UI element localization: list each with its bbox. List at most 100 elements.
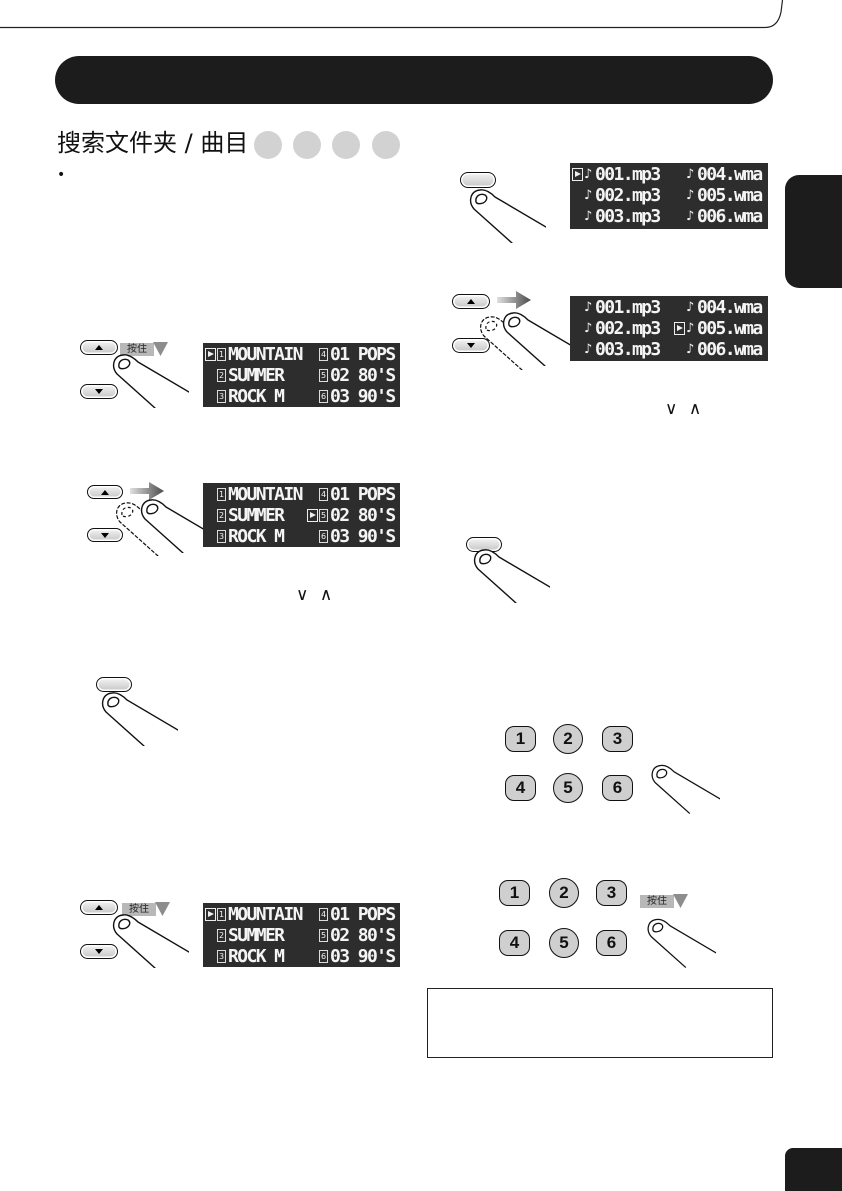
file-list-display: 001.mp3004.wma002.mp3005.wma003.mp3006.w… xyxy=(570,296,768,361)
finger-press-icon xyxy=(648,762,720,814)
folder-icon: 6 xyxy=(319,390,328,403)
up-button[interactable] xyxy=(87,485,123,499)
folder-name: MOUNTAIN xyxy=(228,344,304,365)
folder-name: MOUNTAIN xyxy=(228,484,304,505)
up-button[interactable] xyxy=(80,900,118,915)
finger-press-icon xyxy=(644,916,716,968)
folder-number: 4 xyxy=(320,909,327,919)
folder-name: 01 POPS xyxy=(330,484,396,505)
folder-name: ROCK M xyxy=(228,946,285,967)
folder-number: 3 xyxy=(218,391,225,401)
up-button[interactable] xyxy=(80,340,118,355)
folder-number: 2 xyxy=(218,930,225,940)
selection-cursor-icon xyxy=(572,168,583,181)
select-button[interactable] xyxy=(460,172,496,188)
section-title-bar xyxy=(55,56,773,104)
down-arrow-icon xyxy=(467,343,475,348)
number-key-3[interactable]: 3 xyxy=(596,880,627,906)
mode-indicator-circle xyxy=(293,131,321,159)
folder-icon: 6 xyxy=(319,530,328,543)
folder-icon: 2 xyxy=(217,929,226,942)
selection-cursor-icon xyxy=(674,322,685,335)
finger-press-icon xyxy=(109,352,189,408)
hold-label: 按住 xyxy=(129,904,149,915)
file-entry: 003.mp3 xyxy=(572,339,661,360)
folder-number: 6 xyxy=(320,531,327,541)
number-key-2[interactable]: 2 xyxy=(549,878,579,908)
file-name: 002.mp3 xyxy=(595,185,661,206)
number-key-4[interactable]: 4 xyxy=(505,775,536,801)
down-button[interactable] xyxy=(87,528,123,542)
down-button[interactable] xyxy=(80,944,118,959)
folder-name: ROCK M xyxy=(228,386,285,407)
select-button[interactable] xyxy=(96,677,132,692)
folder-number: 4 xyxy=(320,349,327,359)
number-key-5[interactable]: 5 xyxy=(549,928,579,958)
file-entry: 004.wma xyxy=(674,164,763,185)
down-button[interactable] xyxy=(452,338,490,353)
number-key-1[interactable]: 1 xyxy=(499,880,530,906)
display-row: 002.mp3 005.wma xyxy=(570,318,768,339)
folder-name: SUMMER xyxy=(228,505,285,526)
folder-name: 03 90'S xyxy=(330,526,396,547)
page-number-block xyxy=(785,1148,842,1191)
file-name: 003.mp3 xyxy=(595,339,661,360)
folder-number: 1 xyxy=(218,489,225,499)
file-name: 004.wma xyxy=(697,164,763,185)
up-arrow-icon xyxy=(101,489,109,495)
display-row: 001.mp3 004.wma xyxy=(570,164,768,185)
down-button[interactable] xyxy=(80,384,118,399)
folder-icon: 3 xyxy=(217,530,226,543)
folder-icon: 2 xyxy=(217,369,226,382)
up-button[interactable] xyxy=(452,294,490,309)
down-arrow-icon xyxy=(101,532,109,538)
folder-name: 01 POPS xyxy=(330,344,396,365)
file-list-display: 001.mp3004.wma002.mp3005.wma003.mp3006.w… xyxy=(570,163,768,229)
page-border-line xyxy=(0,0,784,29)
display-row: 003.mp3006.wma xyxy=(570,339,768,360)
music-note-icon xyxy=(584,164,595,185)
language-side-tab xyxy=(785,175,842,288)
hold-arrow-icon xyxy=(640,894,688,908)
file-entry: 005.wma xyxy=(674,185,763,206)
file-name: 006.wma xyxy=(697,206,763,227)
file-entry: 002.mp3 xyxy=(572,318,661,339)
right-arrow-icon xyxy=(130,482,164,500)
file-entry: 005.wma xyxy=(674,318,763,339)
right-arrow-icon xyxy=(497,291,531,309)
number-key-6[interactable]: 6 xyxy=(596,930,627,956)
file-name: 001.mp3 xyxy=(595,164,661,185)
page-title: 搜索文件夹 / 曲目 xyxy=(57,129,249,157)
number-key-1[interactable]: 1 xyxy=(505,726,536,752)
music-note-icon xyxy=(686,318,697,339)
hold-tag: 按住 xyxy=(122,902,170,917)
file-name: 005.wma xyxy=(697,318,763,339)
music-note-icon xyxy=(686,206,697,227)
folder-icon: 1 xyxy=(217,348,226,361)
folder-icon: 4 xyxy=(319,488,328,501)
number-key-4[interactable]: 4 xyxy=(499,930,530,956)
folder-icon: 3 xyxy=(217,390,226,403)
number-key-2[interactable]: 2 xyxy=(553,724,583,754)
number-key-6[interactable]: 6 xyxy=(602,775,633,801)
folder-name: 03 90'S xyxy=(330,386,396,407)
folder-name: MOUNTAIN xyxy=(228,904,304,925)
mode-indicator-circle xyxy=(372,131,400,159)
display-row: 002.mp3 005.wma xyxy=(570,185,768,206)
number-key-3[interactable]: 3 xyxy=(602,726,633,752)
number-key-5[interactable]: 5 xyxy=(553,773,583,803)
